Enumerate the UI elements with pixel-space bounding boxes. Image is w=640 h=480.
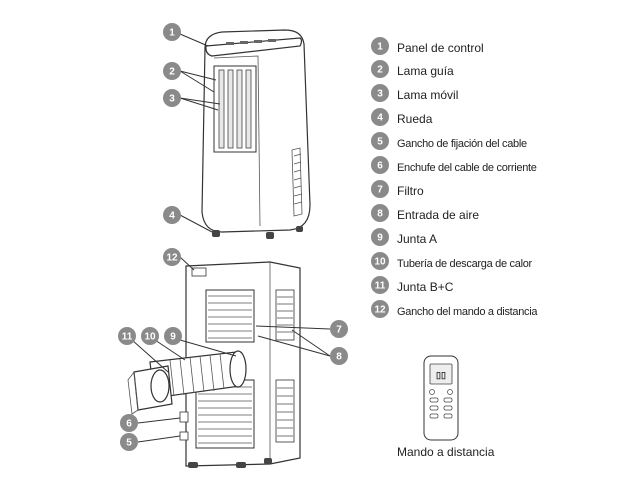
callout-badge: 8 xyxy=(330,347,348,365)
svg-text:Entrada de aire: Entrada de aire xyxy=(397,208,479,222)
svg-text:Junta B+C: Junta B+C xyxy=(397,280,454,294)
legend-item-3: 3 Lama móvil xyxy=(371,84,458,102)
legend-item-4: 4 Rueda xyxy=(371,108,433,126)
svg-text:Lama móvil: Lama móvil xyxy=(397,88,458,102)
svg-text:8: 8 xyxy=(336,352,342,363)
svg-text:Gancho de fijación del cable: Gancho de fijación del cable xyxy=(397,138,527,150)
remote-display xyxy=(429,363,453,385)
svg-text:7: 7 xyxy=(336,325,342,336)
svg-text:6: 6 xyxy=(377,161,383,172)
movable-louver xyxy=(218,69,252,149)
svg-text:5: 5 xyxy=(377,137,383,148)
svg-text:2: 2 xyxy=(377,65,383,76)
rear-callout-badges: 12 11 10 9 7 8 6 5 xyxy=(118,248,348,451)
cable-hook xyxy=(179,431,189,441)
legend-item-7: 7 Filtro xyxy=(371,180,424,198)
front-callout-badges: 1 2 3 4 xyxy=(163,23,181,224)
svg-text:Lama guía: Lama guía xyxy=(397,64,454,78)
remote-display-glyph: ▯▯ xyxy=(436,370,446,380)
callout-badge: 11 xyxy=(118,327,136,345)
legend-item-11: 11 Junta B+C xyxy=(371,276,454,294)
svg-text:Filtro: Filtro xyxy=(397,184,424,198)
side-air-inlet xyxy=(275,289,295,443)
svg-text:Junta A: Junta A xyxy=(397,232,437,246)
legend-item-8: 8 Entrada de aire xyxy=(371,204,479,222)
svg-text:10: 10 xyxy=(374,257,386,268)
svg-text:5: 5 xyxy=(126,438,132,449)
svg-text:12: 12 xyxy=(166,253,178,264)
front-view-unit xyxy=(201,29,311,239)
svg-text:Gancho del mando a distancia: Gancho del mando a distancia xyxy=(397,306,538,318)
callout-badge: 12 xyxy=(163,248,181,266)
callout-badge: 5 xyxy=(120,433,138,451)
svg-text:11: 11 xyxy=(122,332,133,343)
remote-hook xyxy=(191,267,207,277)
heat-exhaust-hose xyxy=(149,350,247,399)
callout-badge: 4 xyxy=(163,206,181,224)
callout-badge: 1 xyxy=(163,23,181,41)
svg-text:2: 2 xyxy=(169,67,175,78)
legend-item-6: 6 Enchufe del cable de corriente xyxy=(371,156,537,174)
leader-lines xyxy=(131,33,331,443)
svg-text:7: 7 xyxy=(377,185,383,196)
svg-text:9: 9 xyxy=(377,233,383,244)
svg-text:10: 10 xyxy=(144,332,156,343)
legend-item-10: 10 Tubería de descarga de calor xyxy=(371,252,533,270)
legend-item-2: 2 Lama guía xyxy=(371,60,454,78)
svg-text:3: 3 xyxy=(377,89,383,100)
remote-caption: Mando a distancia xyxy=(397,445,495,459)
svg-text:Panel de control: Panel de control xyxy=(397,41,484,55)
parts-legend: 1 Panel de control 2 Lama guía 3 Lama móvil… xyxy=(371,37,539,318)
callout-badge: 10 xyxy=(141,327,159,345)
svg-text:Tubería de descarga de calor: Tubería de descarga de calor xyxy=(397,258,533,270)
rear-view-unit xyxy=(127,261,301,468)
svg-text:12: 12 xyxy=(374,305,386,316)
svg-text:4: 4 xyxy=(377,113,383,124)
window-adapter xyxy=(127,365,173,415)
control-panel xyxy=(205,37,303,57)
svg-text:8: 8 xyxy=(377,209,383,220)
callout-badge: 9 xyxy=(164,327,182,345)
svg-text:11: 11 xyxy=(375,281,386,292)
power-plug xyxy=(179,411,189,423)
legend-item-5: 5 Gancho de fijación del cable xyxy=(371,132,527,150)
svg-text:9: 9 xyxy=(170,332,176,343)
callout-badge: 3 xyxy=(163,89,181,107)
svg-text:Rueda: Rueda xyxy=(397,112,433,126)
side-grille xyxy=(291,147,303,217)
legend-item-1: 1 Panel de control xyxy=(371,37,484,55)
svg-text:3: 3 xyxy=(169,94,175,105)
svg-text:1: 1 xyxy=(377,42,383,53)
callout-badge: 7 xyxy=(330,320,348,338)
legend-item-12: 12 Gancho del mando a distancia xyxy=(371,300,539,318)
callout-badge: 6 xyxy=(120,414,138,432)
svg-text:4: 4 xyxy=(169,211,175,222)
svg-text:6: 6 xyxy=(126,419,132,430)
remote-control: ▯▯ Mando a distancia xyxy=(397,355,495,459)
svg-text:Enchufe del cable de corriente: Enchufe del cable de corriente xyxy=(397,162,537,174)
callout-badge: 2 xyxy=(163,62,181,80)
upper-filter xyxy=(205,289,255,343)
legend-item-9: 9 Junta A xyxy=(371,228,437,246)
wheel xyxy=(212,226,303,239)
svg-text:1: 1 xyxy=(169,28,175,39)
